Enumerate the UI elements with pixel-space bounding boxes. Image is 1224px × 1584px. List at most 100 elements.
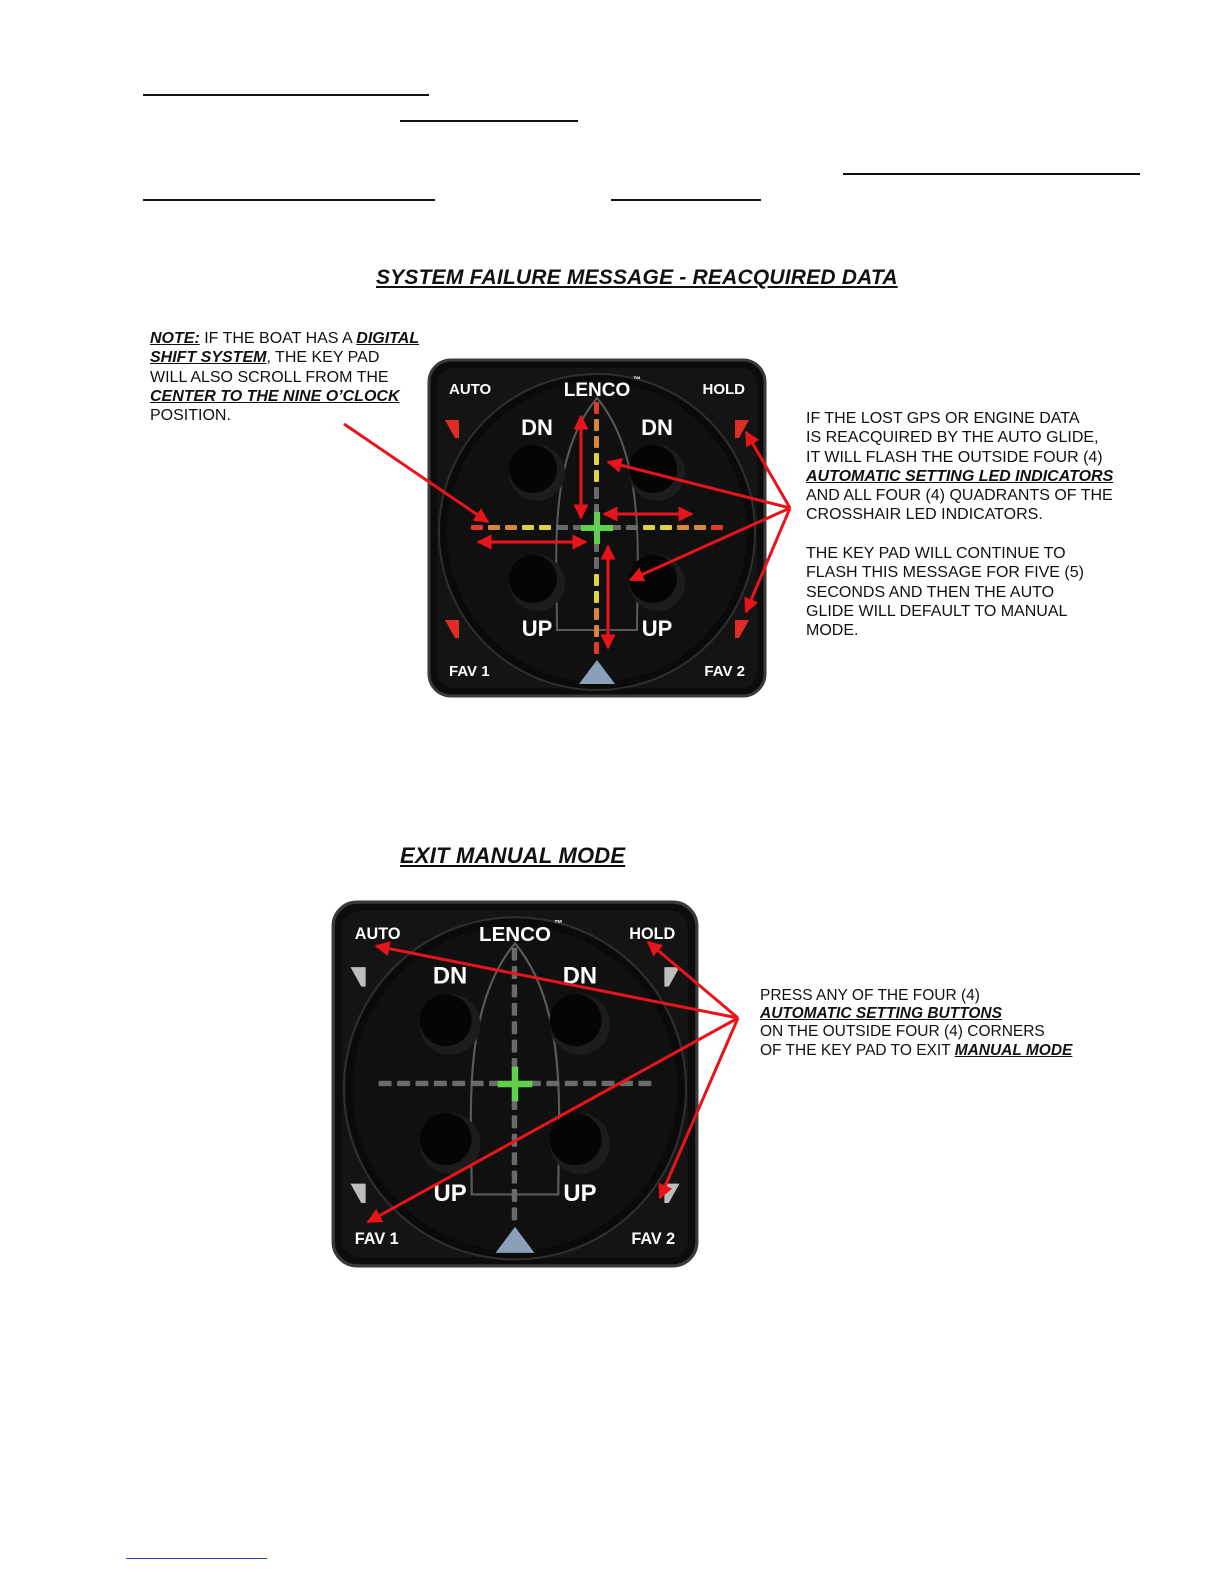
text-line: POSITION. <box>150 407 231 425</box>
auto-label: AUTO <box>355 925 401 943</box>
text-line: OF THE KEY PAD TO EXIT MANUAL MODE <box>760 1041 1073 1059</box>
led-segment <box>594 642 599 654</box>
quadrant-button <box>629 555 677 603</box>
text-line: NOTE: IF THE BOAT HAS A DIGITAL <box>150 330 420 347</box>
led-segment <box>594 453 599 465</box>
led-segment <box>638 1080 652 1087</box>
fav1-label: FAV 1 <box>355 1230 399 1248</box>
trademark: ™ <box>633 375 641 384</box>
hold-label: HOLD <box>629 925 675 943</box>
section-heading-exit-manual: EXIT MANUAL MODE <box>400 843 626 868</box>
led-segment <box>677 525 689 530</box>
text-line: WILL ALSO SCROLL FROM THE <box>150 368 389 386</box>
led-segment <box>415 1080 429 1087</box>
led-segment <box>583 1080 597 1087</box>
led-segment <box>711 525 723 530</box>
led-segment <box>471 525 483 530</box>
led-segment <box>511 1115 518 1129</box>
dn-left-label: DN <box>521 415 553 440</box>
led-segment <box>594 402 599 414</box>
led-segment <box>594 557 599 569</box>
quadrant-button <box>549 1113 602 1166</box>
led-segment <box>601 1080 615 1087</box>
led-segment <box>378 1080 392 1087</box>
text-line: MODE. <box>806 622 859 640</box>
rule-line <box>400 120 578 122</box>
led-segment <box>511 984 518 998</box>
quadrant-button <box>509 555 557 603</box>
brand-logo: LENCO <box>564 380 631 401</box>
hold-label: HOLD <box>703 381 746 398</box>
text-line: GLIDE WILL DEFAULT TO MANUAL <box>806 602 1068 620</box>
led-segment <box>511 966 518 980</box>
text-line: AUTOMATIC SETTING LED INDICATORS <box>806 467 1114 485</box>
dn-right-label: DN <box>641 415 673 440</box>
rule-line <box>843 173 1140 175</box>
auto-label: AUTO <box>449 381 492 398</box>
fav2-label: FAV 2 <box>704 663 745 680</box>
led-segment <box>564 1080 578 1087</box>
led-segment <box>511 1039 518 1053</box>
led-segment <box>594 625 599 637</box>
text-line: FLASH THIS MESSAGE FOR FIVE (5) <box>806 564 1084 582</box>
led-segment <box>594 436 599 448</box>
auto-led-icon <box>350 967 366 987</box>
fav1-led-icon <box>350 1183 366 1204</box>
fav2-led-icon <box>735 620 749 638</box>
led-segment <box>619 1080 633 1087</box>
led-segment <box>522 525 534 530</box>
fav1-label: FAV 1 <box>449 663 490 680</box>
text-line: IF THE LOST GPS OR ENGINE DATA <box>806 410 1080 427</box>
text-line: IS REACQUIRED BY THE AUTO GLIDE, <box>806 429 1099 447</box>
text-line <box>806 525 1113 544</box>
led-segment <box>397 1080 411 1087</box>
led-segment <box>694 525 706 530</box>
dn-left-label: DN <box>433 962 467 989</box>
led-segment <box>643 525 655 530</box>
led-segment <box>594 419 599 431</box>
led-segment <box>511 1133 518 1147</box>
text-line: ON THE OUTSIDE FOUR (4) CORNERS <box>760 1023 1045 1041</box>
led-segment <box>594 591 599 603</box>
led-segment <box>511 1002 518 1016</box>
led-segment <box>470 1080 484 1087</box>
hold-led-icon <box>735 420 749 438</box>
led-segment <box>511 1152 518 1166</box>
text-line: SHIFT SYSTEM, THE KEY PAD <box>150 349 380 367</box>
led-segment <box>452 1080 466 1087</box>
led-segment <box>594 487 599 499</box>
rule-line <box>611 199 761 201</box>
led-segment <box>660 525 672 530</box>
led-segment <box>626 525 638 530</box>
rule-line <box>143 94 429 96</box>
led-segment <box>511 1170 518 1184</box>
exit-manual-description: PRESS ANY OF THE FOUR (4)AUTOMATIC SETTI… <box>760 987 1072 1060</box>
led-segment <box>539 525 551 530</box>
rule-line <box>143 199 435 201</box>
footnote-rule <box>126 1558 267 1559</box>
led-segment <box>594 574 599 586</box>
section-heading-reacquired: SYSTEM FAILURE MESSAGE - REACQUIRED DATA <box>376 266 898 289</box>
quadrant-button <box>419 1113 472 1166</box>
up-left-label: UP <box>522 616 553 641</box>
led-segment <box>511 1207 518 1221</box>
quadrant-button <box>509 445 557 493</box>
text-line: IT WILL FLASH THE OUTSIDE FOUR (4) <box>806 448 1103 466</box>
text-line: CROSSHAIR LED INDICATORS. <box>806 506 1043 524</box>
led-segment <box>546 1080 560 1087</box>
up-right-label: UP <box>563 1180 596 1207</box>
quadrant-button <box>549 994 602 1047</box>
brand-logo: LENCO <box>479 923 551 946</box>
led-segment <box>488 525 500 530</box>
up-left-label: UP <box>434 1180 467 1207</box>
note-paragraph: NOTE: IF THE BOAT HAS A DIGITAL SHIFT SYS… <box>150 329 419 425</box>
led-segment <box>511 1021 518 1035</box>
text-line: AUTOMATIC SETTING BUTTONS <box>760 1005 1002 1023</box>
led-segment <box>505 525 517 530</box>
text-line: AND ALL FOUR (4) QUADRANTS OF THE <box>806 487 1113 505</box>
